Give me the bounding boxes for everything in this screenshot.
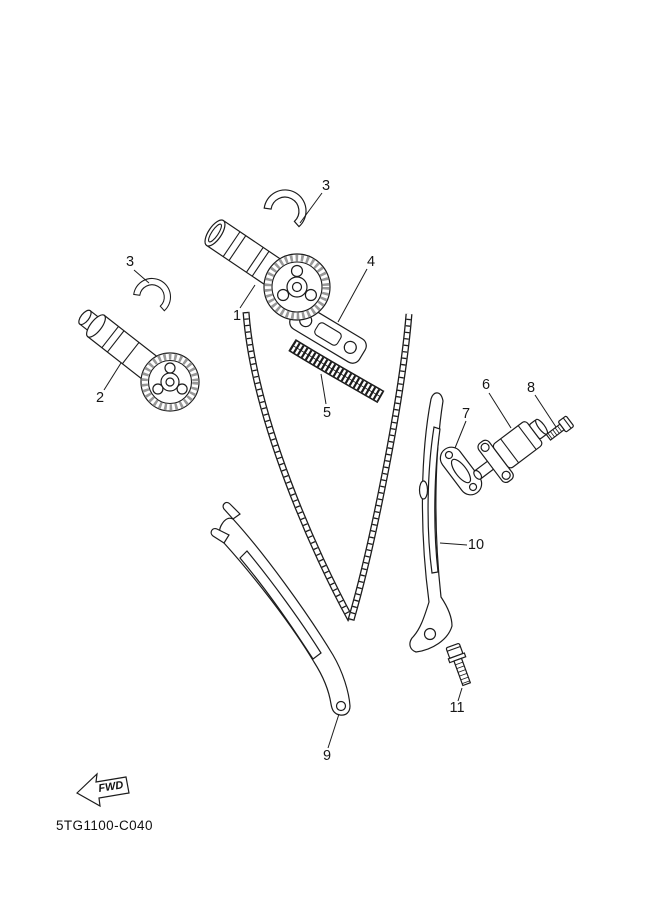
callout-1: 1 <box>232 307 242 324</box>
tensioner-drawing <box>473 418 549 484</box>
callout-2: 2 <box>95 389 105 406</box>
bolt-11-drawing <box>445 643 472 687</box>
callout-3-left: 3 <box>125 253 135 270</box>
callout-10: 10 <box>467 536 485 553</box>
callout-8: 8 <box>526 379 536 396</box>
callout-4: 4 <box>366 253 376 270</box>
callout-11: 11 <box>449 699 465 716</box>
camshaft-1-sprocket-drawing <box>263 253 331 321</box>
half-ring-left-drawing <box>133 278 171 312</box>
callout-7: 7 <box>461 405 471 422</box>
diagram-code: 5TG1100-C040 <box>56 818 153 833</box>
leader-lines <box>103 192 557 749</box>
chain-guide-rear-drawing <box>409 392 453 653</box>
camshaft-2-sprocket-drawing <box>140 352 200 412</box>
callout-3-upper: 3 <box>321 177 331 194</box>
bolt-8-drawing <box>545 415 574 441</box>
fwd-label: FWD <box>98 779 125 795</box>
chain-guide-front-drawing <box>210 501 351 716</box>
callout-6: 6 <box>481 376 491 393</box>
chain-link-section-drawing <box>288 339 385 404</box>
callout-9: 9 <box>322 747 332 764</box>
timing-chain-drawing <box>242 311 413 622</box>
half-ring-upper-drawing <box>263 189 307 228</box>
fwd-arrow-icon: FWD <box>75 772 130 808</box>
callout-5: 5 <box>322 404 332 421</box>
gasket-drawing <box>439 446 483 496</box>
